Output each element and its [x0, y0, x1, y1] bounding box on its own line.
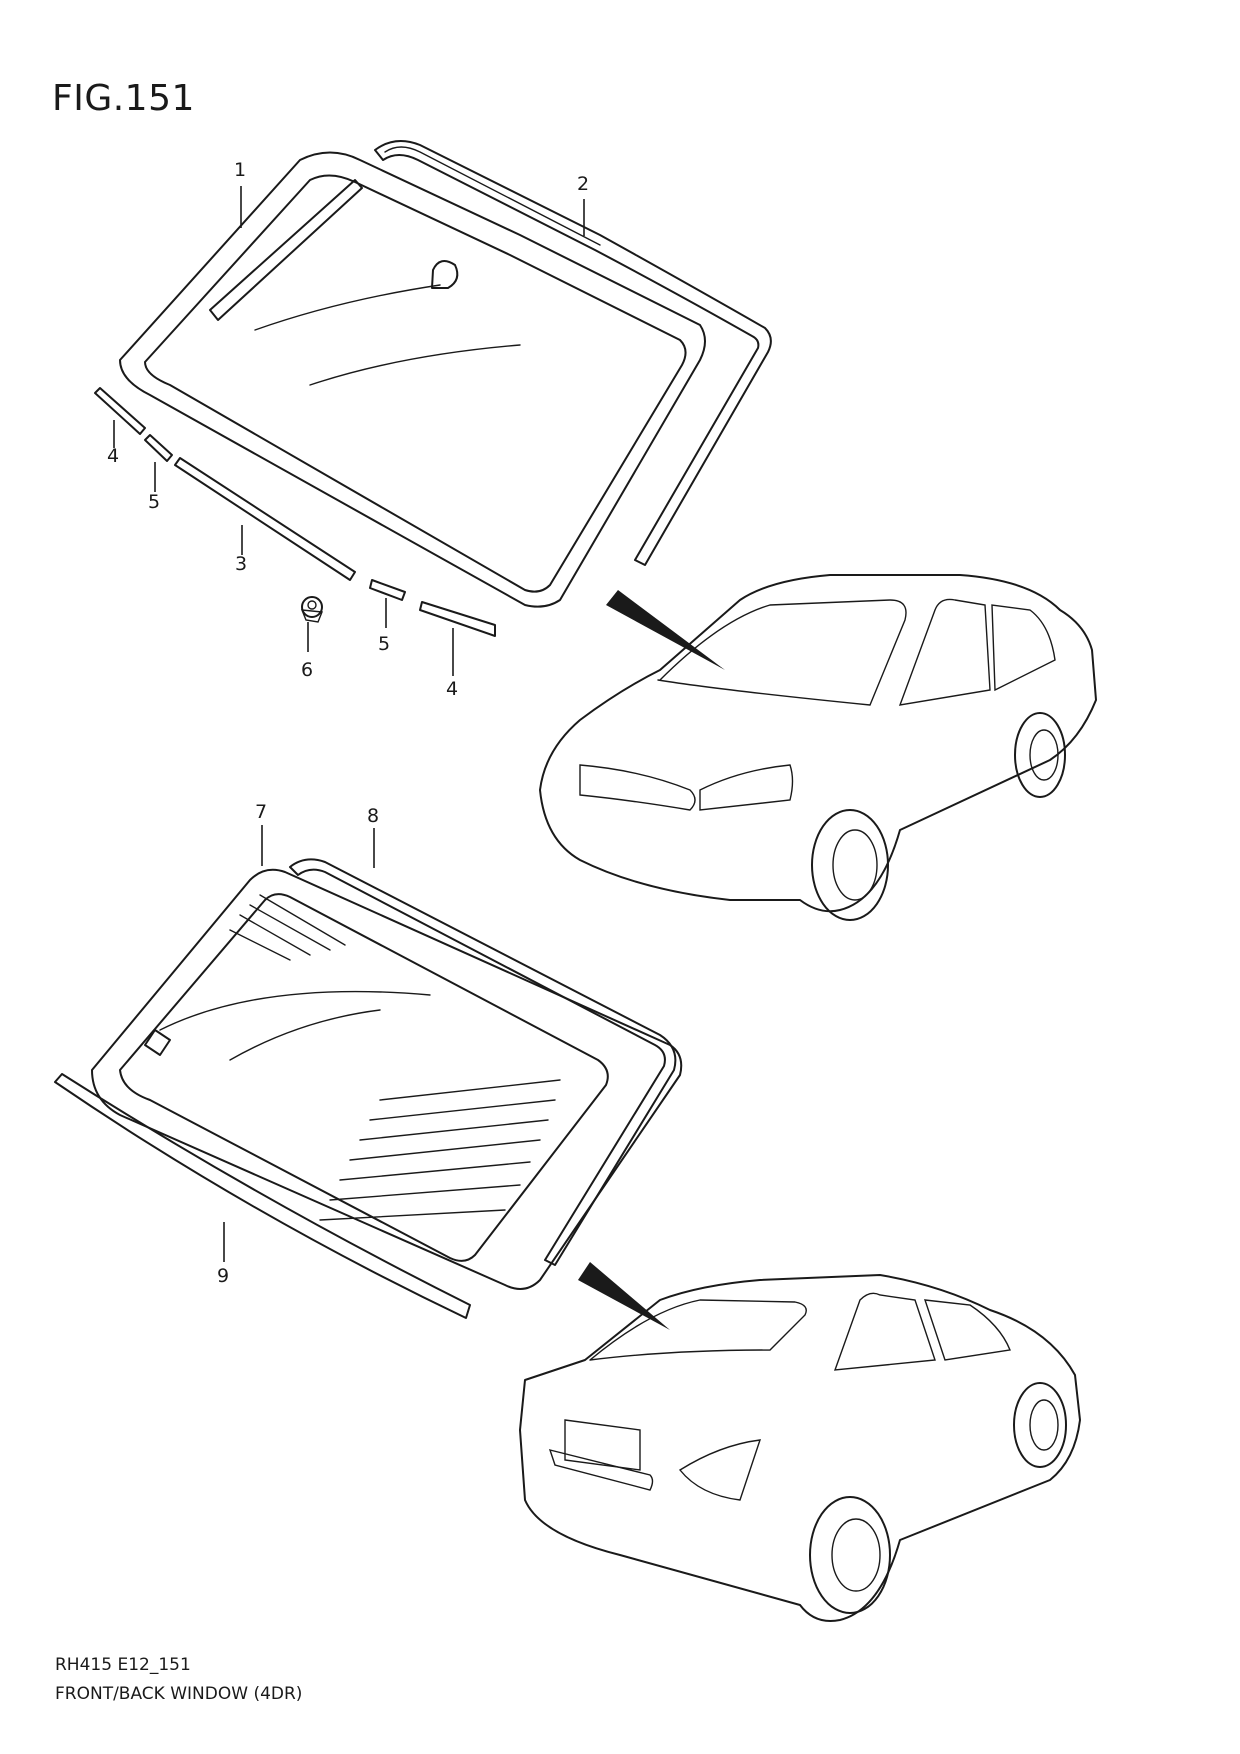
callout-8: 8 [367, 805, 379, 827]
figure-title: FIG.151 [52, 78, 195, 119]
back-location-pointer [578, 1262, 670, 1330]
molding-piece-5-upper [144, 434, 173, 462]
diagram-caption: FRONT/BACK WINDOW (4DR) [55, 1684, 303, 1704]
callout-5-lower: 5 [378, 633, 390, 655]
back-window-glass [91, 868, 683, 1290]
windshield-dam-molding [374, 140, 772, 566]
callout-5-upper: 5 [148, 491, 160, 513]
front-car-outline [539, 574, 1097, 921]
callout-4-lower: 4 [446, 678, 458, 700]
callout-4-upper: 4 [107, 445, 119, 467]
diagram-code: RH415 E12_151 [55, 1655, 191, 1675]
callout-3: 3 [235, 553, 247, 575]
back-car-outline [519, 1274, 1081, 1622]
callout-6: 6 [301, 659, 313, 681]
callout-1: 1 [234, 159, 246, 181]
callout-9: 9 [217, 1265, 229, 1287]
back-window-dam-molding [289, 858, 677, 1266]
callout-7: 7 [255, 801, 267, 823]
callout-2: 2 [577, 173, 589, 195]
lower-molding-3 [174, 457, 356, 581]
lower-back-molding-9 [54, 1073, 471, 1319]
molding-piece-5-lower [369, 579, 406, 601]
front-location-pointer [606, 590, 725, 670]
side-molding-4-upper [94, 387, 146, 435]
clip-6 [300, 596, 323, 623]
front-windshield-glass [119, 151, 706, 608]
side-molding-4-lower [419, 601, 496, 637]
